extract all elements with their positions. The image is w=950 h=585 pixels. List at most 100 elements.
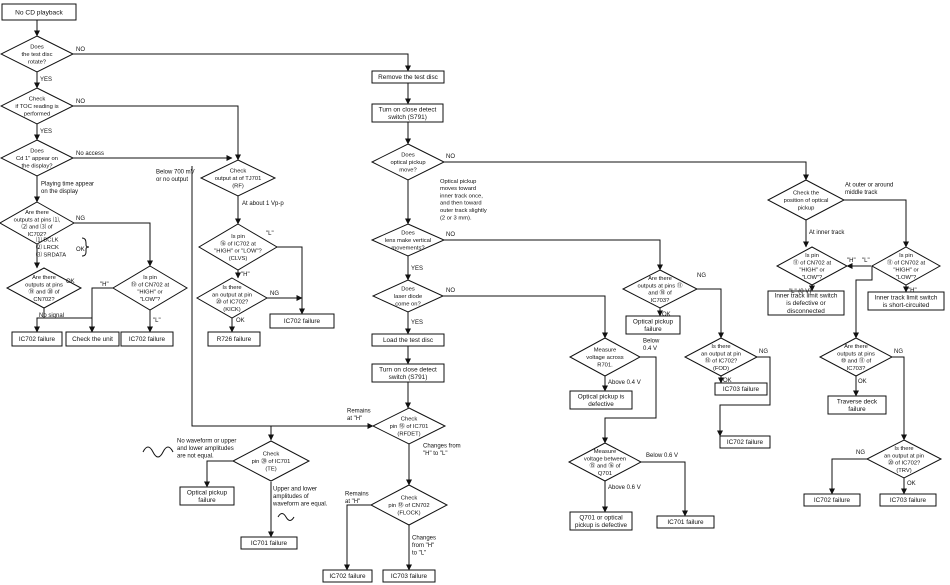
flow-connector xyxy=(277,246,305,315)
label-ok: OK xyxy=(858,379,867,385)
b-ic702-6-text: IC702 failure xyxy=(814,497,851,504)
flow-connector xyxy=(443,295,608,339)
signal-brace xyxy=(81,237,90,257)
d-move-diamond xyxy=(370,143,446,181)
b-remove-text: Remove the test disc xyxy=(378,74,438,81)
b-traverse-box xyxy=(827,395,887,415)
d-ic703-out-diamond xyxy=(621,269,699,309)
b-ic702-3-box xyxy=(269,313,335,329)
label-ok: OK xyxy=(66,279,75,285)
label-no: NO xyxy=(76,47,85,53)
label-ok: OK xyxy=(662,312,671,318)
b-ic702-6-box xyxy=(803,493,861,507)
label-no: NO xyxy=(446,288,455,294)
b-check-unit-text: Check the unit xyxy=(72,336,113,343)
b-inner-short-box xyxy=(867,291,945,311)
signal-list-text: ⑴ BCLK⑵ LRCK⑶ SRDATA xyxy=(36,236,66,259)
waveform-icon xyxy=(142,446,174,458)
b-ic703-2-box xyxy=(714,382,768,396)
flow-connector xyxy=(73,105,241,161)
label-ok: OK xyxy=(236,318,245,324)
b-opt3-box xyxy=(569,390,633,410)
label-no-access: No access xyxy=(76,151,104,157)
d-fod-diamond xyxy=(683,337,759,377)
b-ic702-1-box xyxy=(11,331,63,347)
label-l: "L" xyxy=(862,258,870,264)
flow-connector xyxy=(43,308,95,333)
label-h: "H" xyxy=(100,282,109,288)
label-h: "H" xyxy=(908,288,917,294)
label-changes-hl: Changes from"H" to "L" xyxy=(423,443,461,457)
b-ic703-1-text: IC703 failure xyxy=(391,573,428,580)
d-lens-diamond xyxy=(370,223,446,257)
b-q701-box xyxy=(569,511,633,531)
d-r701-diamond xyxy=(568,337,642,377)
label-ng: NG xyxy=(759,349,768,355)
b-ic703-2-text: IC703 failure xyxy=(723,386,760,393)
flow-connector xyxy=(73,53,411,72)
d-te-diamond xyxy=(231,440,311,482)
flow-connector xyxy=(717,356,771,437)
d-pin-cn702-diamond xyxy=(112,265,188,311)
label-ng: NG xyxy=(270,291,279,297)
d-position-diamond xyxy=(766,179,846,221)
b-ic702-5-text: IC702 failure xyxy=(727,439,764,446)
flow-connector xyxy=(444,239,663,271)
label-at-inner: At inner track xyxy=(809,230,845,236)
flow-connector xyxy=(829,458,867,495)
label-yes: YES xyxy=(40,77,52,83)
b-remove-box xyxy=(371,70,445,84)
label-l0v: "L" (0 V) xyxy=(789,289,811,295)
label-ok: OK xyxy=(907,481,916,487)
flow-connector xyxy=(34,308,45,333)
flow-connector xyxy=(641,461,688,517)
b-opt1-box xyxy=(179,486,235,506)
label-ng: NG xyxy=(856,450,865,456)
d-rfdet-diamond xyxy=(371,407,447,445)
d-ic703-b-diamond xyxy=(818,337,894,377)
title-text: No CD playback xyxy=(15,9,63,16)
b-ic702-4-text: IC702 failure xyxy=(329,573,366,580)
d-laser-diamond xyxy=(371,279,445,313)
label-yes: YES xyxy=(411,266,423,272)
title-box xyxy=(1,3,77,21)
flow-connector xyxy=(344,504,371,571)
b-switch2-box xyxy=(371,363,445,383)
b-ic702-1-text: IC702 failure xyxy=(19,336,56,343)
label-above04: Above 0.4 V xyxy=(608,380,641,386)
d-pin-outer-diamond xyxy=(870,246,942,286)
b-ic703-3-text: IC703 failure xyxy=(890,497,927,504)
b-opt2-box xyxy=(625,315,681,335)
label-l: "L" xyxy=(153,318,161,324)
label-ok: OK xyxy=(723,378,732,384)
flow-connector xyxy=(602,356,657,444)
d-rotate-diamond xyxy=(0,35,75,73)
b-ic702-2-text: IC702 failure xyxy=(129,336,166,343)
label-ng: NG xyxy=(76,216,85,222)
